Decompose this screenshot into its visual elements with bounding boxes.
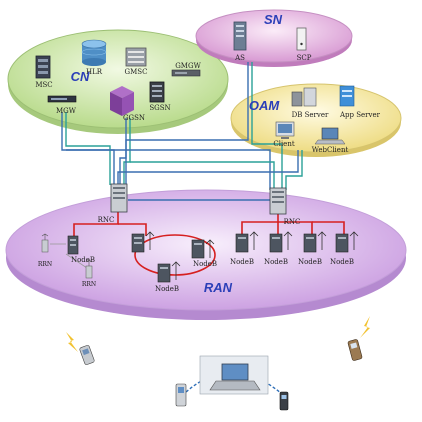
- nodeb-r1-icon: [235, 231, 259, 253]
- sgsn-label: SGSN: [149, 104, 170, 112]
- cn-title: CN: [71, 69, 90, 84]
- nodeb-r2-icon: [269, 231, 293, 253]
- ran-title: RAN: [204, 280, 233, 295]
- rnc-right-label: RNC: [284, 218, 301, 226]
- nodeb-r3-label: NodeB: [298, 258, 322, 266]
- nodeb-r2-label: NodeB: [264, 258, 288, 266]
- core-links: [61, 62, 303, 201]
- db-server-label: DB Server: [292, 111, 329, 119]
- nodeb-r3-icon: [303, 231, 327, 253]
- mobile-phone-left-icon: [79, 345, 95, 365]
- ran-links: [73, 212, 345, 276]
- scp-label: SCP: [297, 54, 312, 62]
- sn-title: SN: [264, 12, 283, 27]
- as-server-icon: [233, 21, 247, 51]
- msc-label: MSC: [35, 81, 52, 89]
- ran-platform: [5, 189, 407, 320]
- hlr-label: HLR: [86, 68, 103, 76]
- rrn-2-icon: [85, 259, 93, 279]
- db-server-icon: [291, 87, 317, 107]
- mgw-router-icon: [47, 95, 77, 103]
- nodeb-r4-label: NodeB: [330, 258, 354, 266]
- nodeb-ring-top-icon: [131, 231, 155, 253]
- nodeb-left-icon: [67, 235, 79, 255]
- gmgw-router-icon: [171, 69, 201, 77]
- rrn-1-label: RRN: [38, 261, 52, 268]
- nodeb-ring-bottom-label: NodeB: [155, 285, 179, 293]
- mgw-label: MGW: [56, 107, 77, 115]
- sgsn-rack-icon: [149, 81, 165, 103]
- gmgw-label: GMGW: [175, 62, 201, 70]
- scp-server-icon: [296, 27, 307, 51]
- app-server-icon: [339, 85, 355, 107]
- nodeb-ring-bottom-icon: [157, 261, 181, 283]
- laptop-icon: [199, 355, 269, 395]
- nodeb-left-label: NodeB: [71, 256, 95, 264]
- as-label: AS: [234, 54, 245, 62]
- msc-rack-icon: [35, 55, 51, 79]
- phone-right-small-icon: [279, 391, 289, 411]
- nodeb-r4-icon: [335, 231, 359, 253]
- rrn-2-label: RRN: [82, 281, 96, 288]
- lightning-right-icon: [360, 316, 370, 338]
- oam-platform: [230, 83, 402, 157]
- rnc-left-label: RNC: [98, 216, 115, 224]
- pda-left-icon: [175, 383, 187, 407]
- rnc-left-icon: [110, 183, 128, 213]
- gmsc-label: GMSC: [125, 68, 148, 76]
- ggsn-box-icon: [110, 86, 134, 116]
- nodeb-r1-label: NodeB: [230, 258, 254, 266]
- hlr-database-icon: [81, 39, 107, 66]
- client-label: Client: [273, 140, 294, 148]
- rnc-right-icon: [269, 187, 287, 215]
- client-pc-icon: [275, 121, 295, 139]
- rrn-1-icon: [41, 233, 49, 253]
- nodeb-ring-right-label: NodeB: [193, 260, 217, 268]
- gmsc-rack-icon: [125, 47, 147, 67]
- lightning-left-icon: [66, 332, 78, 352]
- webclient-label: WebClient: [312, 146, 349, 154]
- webclient-laptop-icon: [314, 127, 346, 145]
- app-server-label: App Server: [339, 111, 381, 119]
- ggsn-label: GGSN: [123, 114, 145, 122]
- cn-platform: [7, 29, 229, 134]
- mobile-phone-right-icon: [347, 339, 363, 361]
- nodeb-ring-right-icon: [191, 239, 215, 259]
- oam-title: OAM: [249, 98, 281, 113]
